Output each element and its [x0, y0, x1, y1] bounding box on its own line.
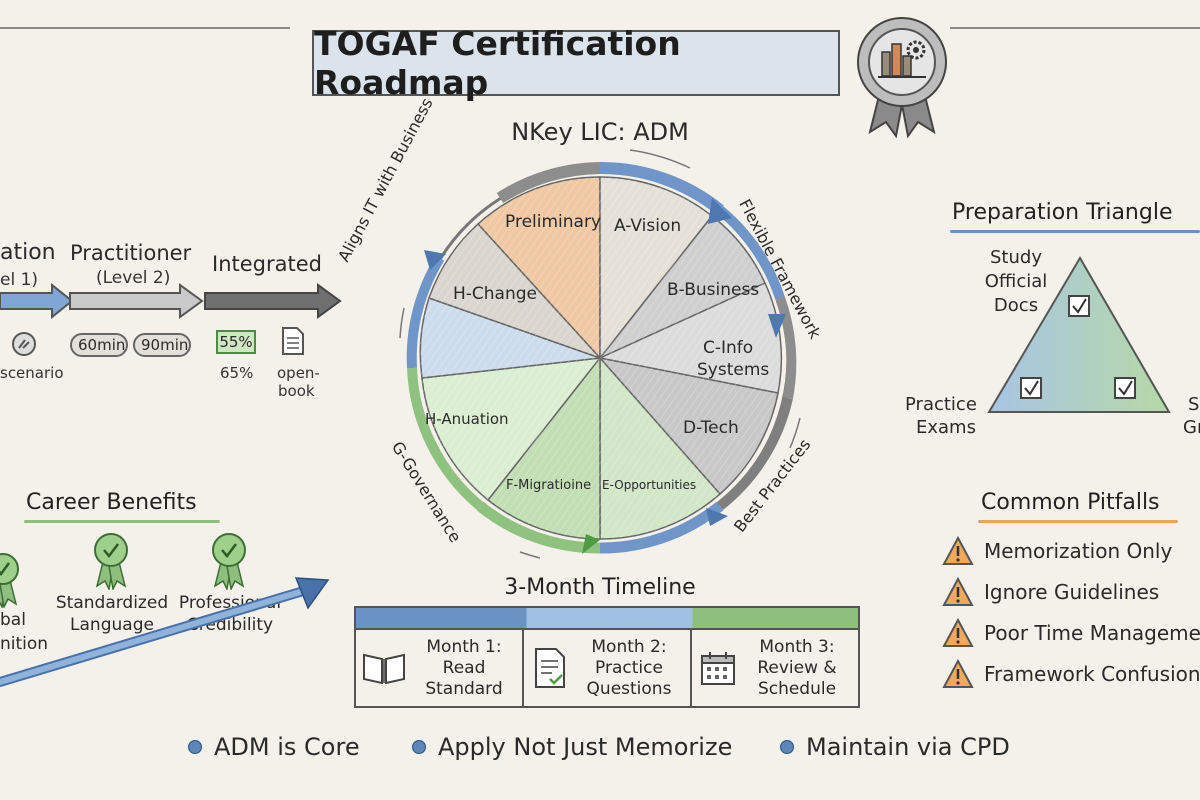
level-integrated-label: Integrated — [212, 252, 322, 276]
bullet-dot — [780, 740, 794, 754]
career-item-1-line-1: bal — [0, 610, 26, 630]
warning-icon — [942, 577, 974, 606]
pitfall-label-4: Framework Confusion — [984, 662, 1200, 686]
adm-title: NKey LIC: ADM — [511, 118, 689, 146]
level-foundation-sub: el 1) — [0, 270, 39, 290]
prep-right-1: S — [1188, 394, 1200, 415]
time-60-pill: 60min — [70, 333, 128, 357]
bullet-label-3: Maintain via CPD — [806, 733, 1010, 761]
preparation-underline — [950, 230, 1200, 233]
book-icon — [363, 653, 405, 685]
level-foundation-label: ation — [0, 240, 56, 265]
pitfall-item-4: Framework Confusion — [942, 659, 1200, 689]
timeline-month-1: Month 1: Read Standard — [356, 630, 524, 706]
pitfall-item-2: Ignore Guidelines — [942, 577, 1159, 607]
pitfall-label-2: Ignore Guidelines — [984, 580, 1160, 604]
award-medal-icon — [94, 533, 128, 590]
timeline-header-bar — [356, 608, 858, 630]
adm-label-preliminary: Preliminary — [505, 212, 601, 232]
pitfall-label-3: Poor Time Manageme — [984, 621, 1200, 645]
preparation-title: Preparation Triangle — [952, 200, 1173, 225]
growth-arrow — [0, 577, 330, 687]
bullet-dot — [188, 740, 202, 754]
timeline-table: Month 1: Read Standard Month 2: Practice… — [354, 606, 860, 708]
adm-label-e-opportunities: E-Opportunities — [602, 478, 697, 492]
prep-left-2: Exams — [916, 417, 976, 438]
bullet-apply: Apply Not Just Memorize — [412, 732, 732, 762]
career-title: Career Benefits — [26, 490, 197, 515]
timeline-month-1-l2: Read — [442, 657, 486, 678]
career-item-1-line-2: nition — [0, 634, 49, 654]
level-practitioner-label: Practitioner — [70, 241, 192, 265]
adm-label-systems: Systems — [697, 360, 770, 380]
bullet-dot — [412, 740, 426, 754]
timeline-month-1-l1: Month 1: — [426, 636, 502, 657]
bullet-maintain: Maintain via CPD — [780, 732, 1010, 762]
timeline-month-3-l1: Month 3: — [759, 636, 835, 657]
open-book-label-1: open- — [277, 364, 320, 382]
award-medal-icon — [212, 533, 246, 590]
score-label: 65% — [220, 364, 254, 382]
top-divider-right — [950, 27, 1200, 29]
warning-icon — [942, 659, 974, 688]
career-item-2-line-2: Language — [70, 615, 154, 635]
top-divider-left — [0, 27, 290, 29]
timeline-month-2: Month 2: Practice Questions — [524, 630, 692, 706]
document-icon — [535, 648, 565, 688]
bullet-adm-core: ADM is Core — [188, 732, 360, 762]
prep-left-1: Practice — [905, 394, 977, 415]
career-item-2-line-1: Standardized — [55, 593, 169, 613]
prep-top-1: Study — [990, 247, 1042, 268]
score-badge: 55% — [216, 330, 256, 354]
open-book-label-2: book — [278, 382, 315, 400]
warning-icon — [942, 536, 974, 565]
calendar-icon — [701, 652, 735, 685]
adm-wheel — [399, 149, 801, 559]
time-90-pill: 90min — [133, 333, 191, 357]
adm-label-d-tech: D-Tech — [683, 418, 739, 438]
pitfall-item-1: Memorization Only — [942, 536, 1172, 566]
preparation-triangle — [987, 256, 1171, 413]
pitfalls-underline — [978, 520, 1178, 523]
scenario-icon — [12, 332, 36, 356]
adm-label-f-migration: F-Migratioine — [506, 478, 592, 493]
prep-right-2: Gr — [1183, 417, 1200, 438]
document-icon — [282, 327, 304, 355]
timeline-month-3-l3: Schedule — [757, 678, 837, 699]
career-underline — [24, 520, 220, 523]
timeline-month-2-l2: Practice — [595, 657, 663, 678]
bullet-label-2: Apply Not Just Memorize — [438, 733, 733, 761]
timeline-month-1-l3: Standard — [425, 678, 503, 699]
pitfall-item-3: Poor Time Manageme — [942, 618, 1200, 648]
timeline-month-3: Month 3: Review & Schedule — [692, 630, 858, 706]
scenario-label: scenario — [0, 364, 64, 382]
timeline-title: 3-Month Timeline — [504, 575, 696, 600]
city-gear-seal-icon — [857, 17, 947, 138]
warning-icon — [942, 618, 974, 647]
adm-label-b-business: B-Business — [667, 280, 760, 300]
pitfalls-title: Common Pitfalls — [981, 490, 1160, 515]
prep-top-3: Docs — [993, 295, 1039, 316]
adm-label-c-info: C-Info — [703, 338, 754, 358]
award-medal-icon — [0, 553, 19, 608]
timeline-month-3-l2: Review & — [757, 657, 837, 678]
bullet-label-1: ADM is Core — [214, 733, 360, 761]
level-arrows — [0, 282, 342, 320]
pitfall-label-1: Memorization Only — [984, 539, 1173, 563]
timeline-month-2-l3: Questions — [586, 678, 672, 699]
adm-label-a-vision: A-Vision — [614, 216, 682, 236]
prep-top-2: Official — [984, 271, 1048, 292]
page-title: TOGAF Certification Roadmap — [312, 24, 840, 102]
adm-label-h-anuation: H-Anuation — [425, 410, 509, 428]
timeline-month-2-l1: Month 2: — [591, 636, 667, 657]
adm-label-h-change: H-Change — [453, 284, 538, 304]
level-practitioner-sub: (Level 2) — [96, 268, 171, 288]
